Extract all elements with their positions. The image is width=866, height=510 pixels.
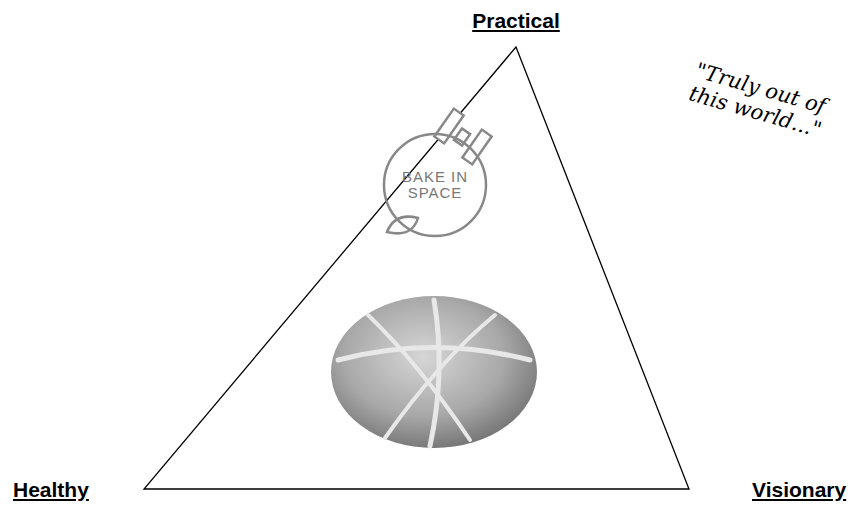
corner-label: Practical [472,9,560,33]
logo-text: BAKE IN SPACE [400,169,470,202]
bread-roll [331,296,537,448]
corner-label: Visionary [752,478,846,502]
corner-label: Healthy [13,478,89,502]
satellite-icon [434,109,491,165]
logo-circle: BAKE IN SPACE [382,132,488,238]
handwritten-quote: "Truly out of this world..." [686,58,843,146]
